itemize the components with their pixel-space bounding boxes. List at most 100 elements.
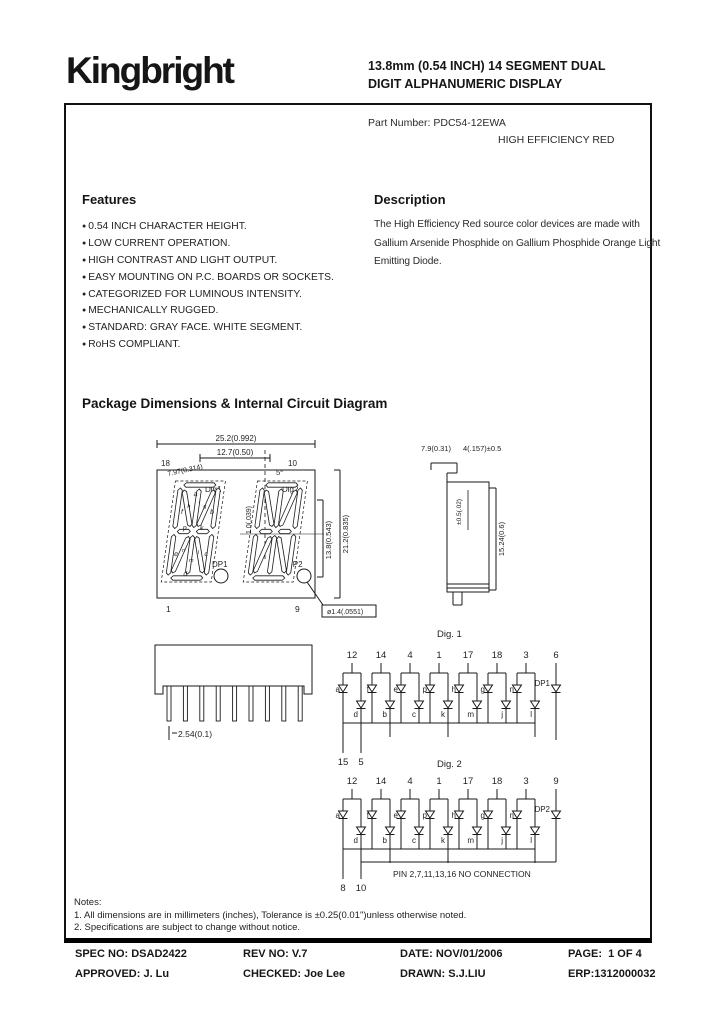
diode-icon xyxy=(413,700,425,709)
segment-letter: d xyxy=(354,710,358,719)
diode-icon xyxy=(511,810,523,819)
part-number: Part Number: PDC54-12EWA xyxy=(368,117,506,129)
doc-title-line1: 13.8mm (0.54 INCH) 14 SEGMENT DUAL xyxy=(368,59,606,73)
segment-shape xyxy=(195,528,210,535)
segment-letter: f xyxy=(367,685,370,694)
diode-icon xyxy=(355,826,367,835)
package-section-heading: Package Dimensions & Internal Circuit Di… xyxy=(82,396,388,411)
kingbright-logo: Kingbright xyxy=(66,50,235,91)
segment-letter: g xyxy=(481,685,485,694)
feature-item: STANDARD: GRAY FACE. WHITE SEGMENT. xyxy=(82,322,372,333)
segment-shape xyxy=(263,489,275,528)
diode-icon xyxy=(384,826,396,835)
doc-title: 13.8mm (0.54 INCH) 14 SEGMENT DUAL DIGIT… xyxy=(368,57,606,93)
segment-letter: g xyxy=(481,811,485,820)
segment-letter: h xyxy=(452,811,456,820)
features-list: 0.54 INCH CHARACTER HEIGHT.LOW CURRENT O… xyxy=(82,221,372,350)
segment-letter: p xyxy=(423,811,428,820)
dp2-label: DP2 xyxy=(287,560,303,569)
circuit-pin-number: 3 xyxy=(523,650,528,661)
pin-lead xyxy=(215,685,221,722)
dim-seg-gap: 1.0(.039) xyxy=(246,506,253,534)
dp1-label: DP1 xyxy=(212,560,228,569)
segment-letter: l xyxy=(530,836,532,845)
diode-icon xyxy=(366,810,378,819)
circuit-pin-number: 17 xyxy=(463,776,474,787)
digit-outline xyxy=(242,480,308,583)
circuit-pin-number: 14 xyxy=(376,650,387,661)
segment-shape xyxy=(252,575,286,581)
feature-item: RoHS COMPLIANT. xyxy=(82,339,372,350)
features-section: Features 0.54 INCH CHARACTER HEIGHT.LOW … xyxy=(82,192,372,356)
note-item: 2. Specifications are subject to change … xyxy=(74,922,301,933)
notes-list: 1. All dimensions are in millimeters (in… xyxy=(74,910,466,935)
emitted-color-label: HIGH EFFICIENCY RED xyxy=(498,134,615,146)
diode-icon xyxy=(424,684,436,693)
segment-shape xyxy=(265,482,299,488)
circuit-pin-number: 8 xyxy=(340,883,345,894)
segment-letter: f xyxy=(181,509,184,516)
pin-lead xyxy=(182,685,188,722)
segment-letter: h xyxy=(187,504,191,510)
pin-lead xyxy=(264,685,270,722)
segment-letter: c xyxy=(412,836,416,845)
diode-icon xyxy=(453,810,465,819)
segment-letter: e xyxy=(174,551,179,558)
circuit-pin-number: 4 xyxy=(407,776,412,787)
circuit-pin-number: 12 xyxy=(347,650,358,661)
diode-icon xyxy=(384,700,396,709)
segment-letter: h xyxy=(452,685,456,694)
circuit-pin-number: 5 xyxy=(358,757,363,768)
diode-icon xyxy=(337,810,349,819)
segment-shape xyxy=(185,534,196,575)
segment-shape xyxy=(170,575,204,581)
segment-shape xyxy=(247,533,259,576)
segment-shape xyxy=(183,482,217,488)
diode-icon xyxy=(500,700,512,709)
diode-icon xyxy=(395,684,407,693)
segment-letter: e xyxy=(394,811,399,820)
diode-icon xyxy=(453,684,465,693)
segment-letter: f xyxy=(367,811,370,820)
segment-shape xyxy=(276,535,287,574)
circuit-pin-number: 9 xyxy=(553,776,558,787)
feature-item: HIGH CONTRAST AND LIGHT OUTPUT. xyxy=(82,255,372,266)
segment-shape xyxy=(210,487,221,530)
diagram-rect xyxy=(446,481,490,593)
segment-shape xyxy=(176,528,191,535)
segment-letter: d xyxy=(354,836,358,845)
pin-label-9: 9 xyxy=(295,604,300,614)
pin-label-10: 10 xyxy=(288,459,297,468)
features-heading: Features xyxy=(82,192,137,207)
segment-letter: a xyxy=(336,685,341,694)
segment-shape xyxy=(165,533,177,576)
dp2-circle xyxy=(296,568,312,584)
description-section: Description The High Efficiency Red sour… xyxy=(374,192,666,272)
diagram-rect xyxy=(321,604,377,618)
diode-icon xyxy=(511,684,523,693)
feature-item: MECHANICALLY RUGGED. xyxy=(82,305,372,316)
pin-lead xyxy=(232,685,238,722)
dim-pkg-height: 21.2(0.835) xyxy=(341,514,350,553)
diode-icon xyxy=(442,700,454,709)
segment-shape xyxy=(258,528,273,535)
circuit-pin-number: 18 xyxy=(492,776,503,787)
segment-shape xyxy=(203,533,215,576)
segment-letter: p xyxy=(423,685,428,694)
feature-item: 0.54 INCH CHARACTER HEIGHT. xyxy=(82,221,372,232)
circuit-pin-number: 18 xyxy=(492,650,503,661)
segment-shape xyxy=(191,488,202,529)
note-item: 1. All dimensions are in millimeters (in… xyxy=(74,909,467,921)
pin-view-body xyxy=(154,644,313,695)
feature-item: CATEGORIZED FOR LUMINOUS INTENSITY. xyxy=(82,289,372,300)
segment-letter: a xyxy=(336,811,341,820)
segment-shape xyxy=(273,488,284,529)
segment-letter: b xyxy=(210,509,215,516)
diode-icon xyxy=(442,826,454,835)
nc-note: PIN 2,7,11,13,16 NO CONNECTION xyxy=(393,869,531,879)
dim-slant-angle: 5° xyxy=(276,468,283,477)
footer-checked: CHECKED: Joe Lee xyxy=(243,968,346,980)
